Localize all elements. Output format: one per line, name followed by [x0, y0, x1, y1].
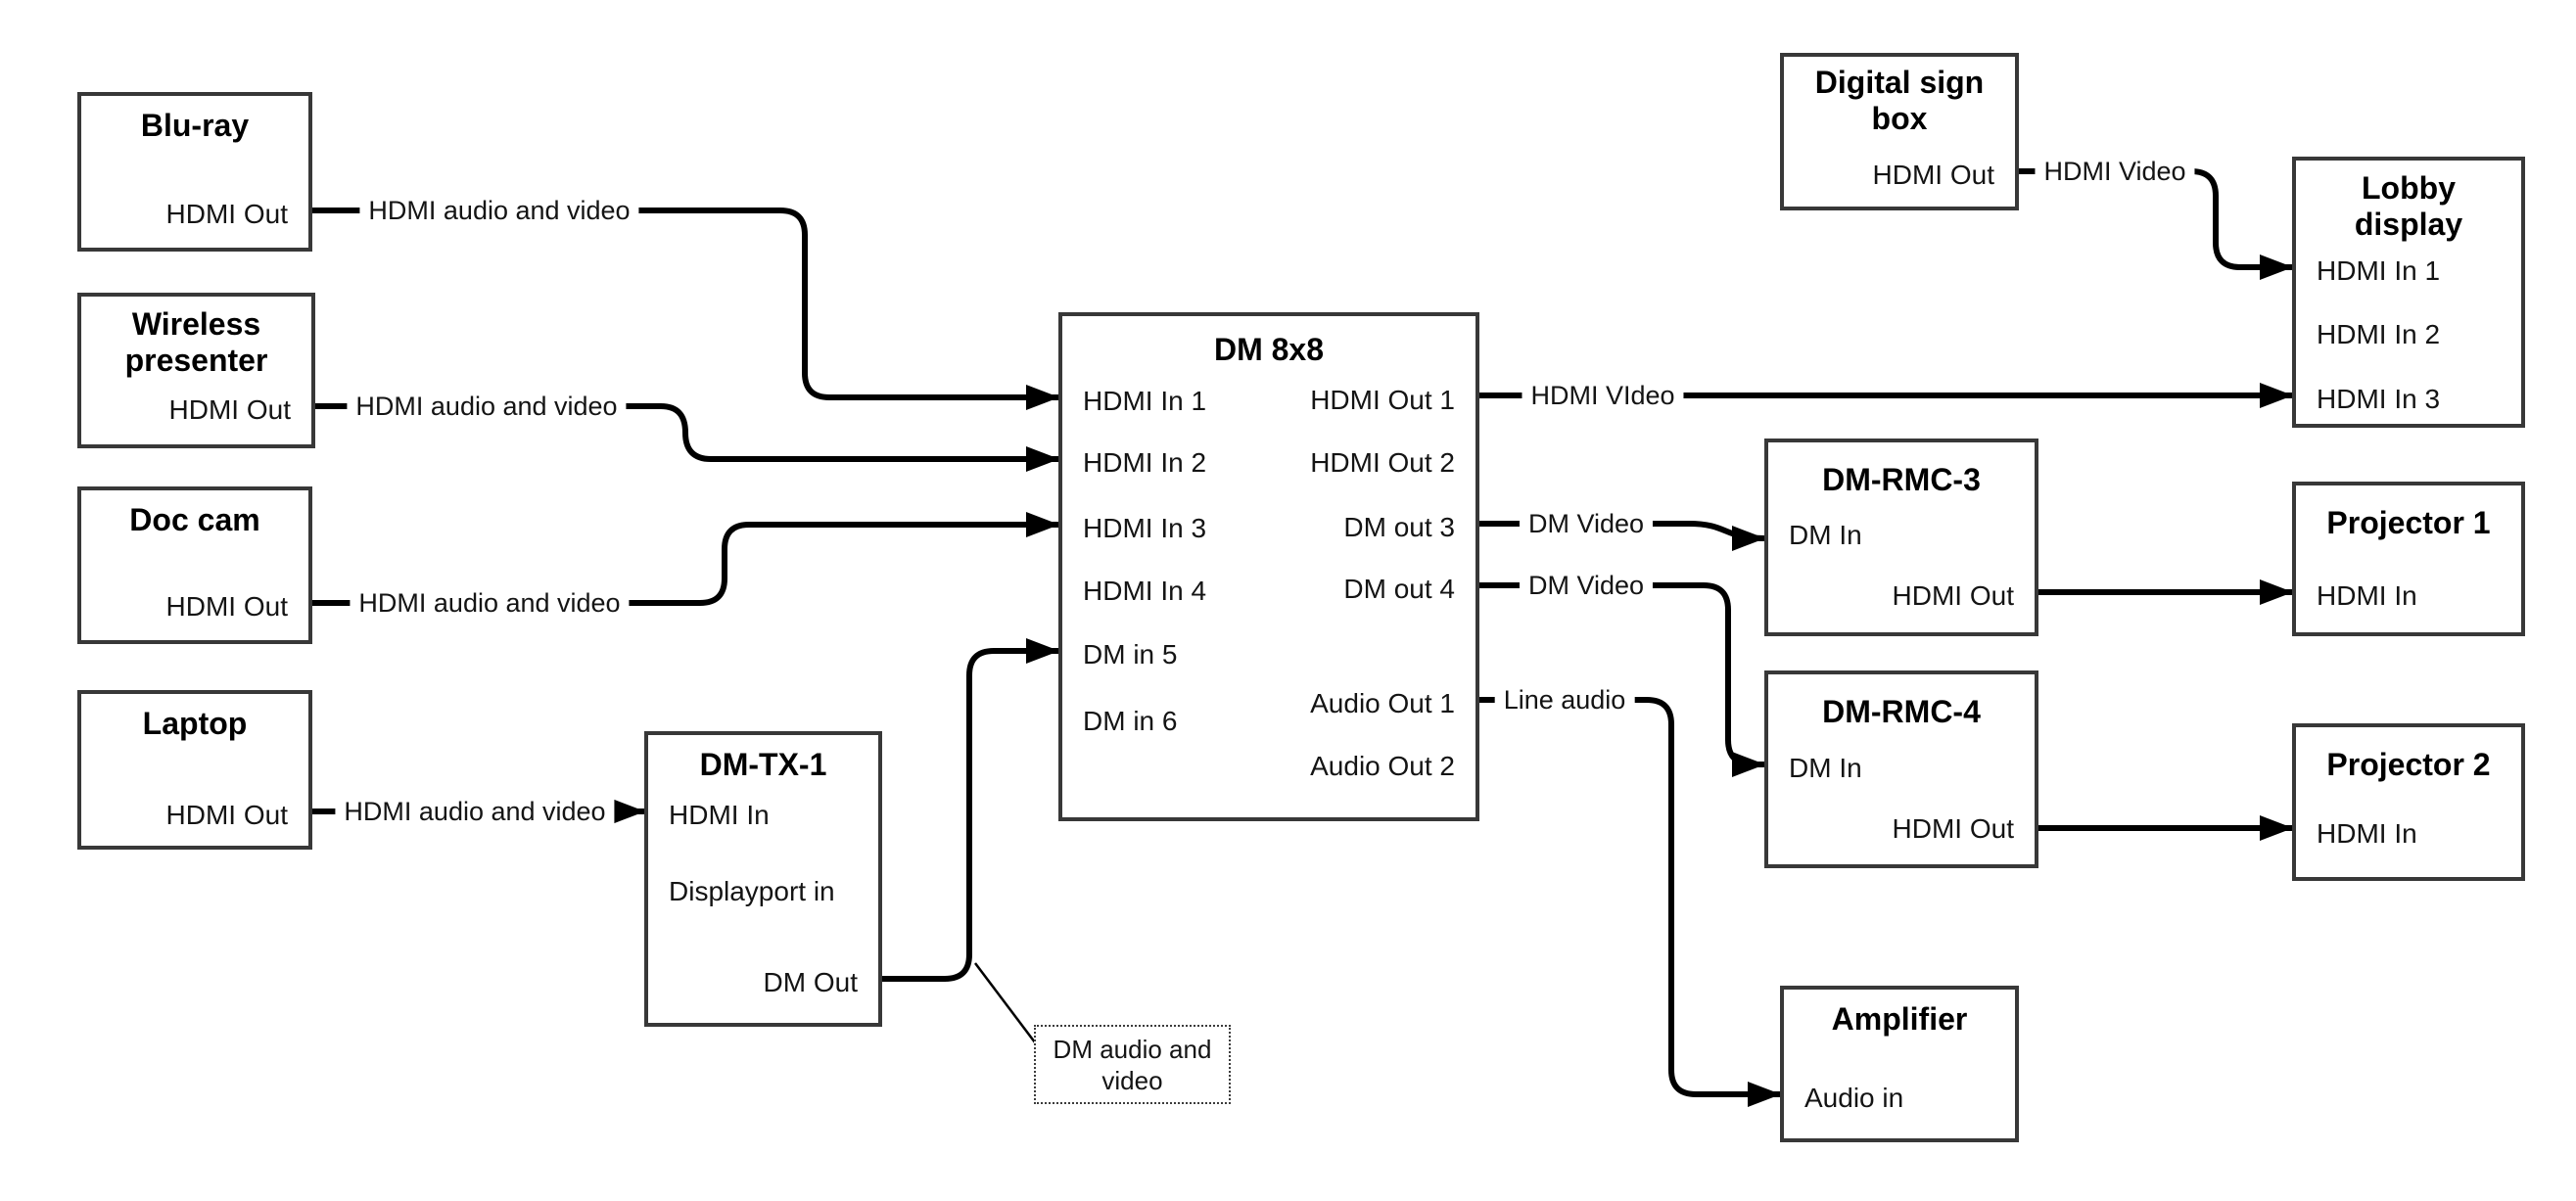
node-title: DM-RMC-4: [1822, 694, 1981, 729]
node-title: Lobby display: [2354, 170, 2463, 242]
node-title: DM-TX-1: [699, 747, 827, 782]
wire-digitalsign-to-lobby-in1: [2019, 168, 2293, 280]
link-label-line-audio: Line audio: [1494, 684, 1635, 716]
node-projector-1: Projector 1 HDMI In: [2292, 482, 2525, 636]
port-hdmi-out-1: HDMI Out 1: [1310, 385, 1455, 415]
port-hdmi-in-3: HDMI In 3: [1083, 513, 1207, 543]
port-hdmi-out: HDMI Out: [165, 800, 288, 830]
link-label-hdmi-video-out1: HDMI VIdeo: [1522, 380, 1684, 411]
port-hdmi-out: HDMI Out: [1872, 160, 1994, 190]
callout-leader-line: [974, 962, 1036, 1043]
link-label-hdmi-audio-video-4: HDMI audio and video: [335, 796, 615, 827]
node-title: Wireless presenter: [124, 306, 268, 378]
wire-bluray-to-dm8x8-in1: [312, 208, 1059, 410]
port-hdmi-out: HDMI Out: [168, 394, 291, 425]
port-hdmi-out: HDMI Out: [165, 591, 288, 622]
port-dm-in: DM In: [1789, 753, 1862, 783]
node-title: Laptop: [142, 706, 248, 741]
port-hdmi-out: HDMI Out: [1892, 580, 2014, 611]
wire-dm8x8-out3-to-dmrmc3: [1479, 521, 1765, 551]
node-amplifier: Amplifier Audio in: [1780, 986, 2019, 1142]
port-hdmi-in-2: HDMI In 2: [1083, 447, 1207, 478]
port-hdmi-in-2: HDMI In 2: [2317, 319, 2441, 349]
wire-dmtx1-to-dm8x8-in5: [882, 638, 1059, 982]
node-title: Blu-ray: [140, 108, 250, 143]
node-doc-cam: Doc cam HDMI Out: [77, 486, 312, 644]
port-hdmi-out: HDMI Out: [165, 199, 288, 229]
link-label-hdmi-audio-video-1: HDMI audio and video: [359, 195, 639, 226]
port-audio-in: Audio in: [1804, 1083, 1904, 1113]
link-label-hdmi-audio-video-2: HDMI audio and video: [347, 391, 627, 422]
port-audio-out-1: Audio Out 1: [1310, 688, 1455, 718]
port-dm-in: DM In: [1789, 520, 1862, 550]
port-hdmi-in: HDMI In: [2317, 818, 2417, 849]
port-audio-out-2: Audio Out 2: [1310, 751, 1455, 781]
wire-dm8x8-audio1-to-amplifier: [1479, 697, 1781, 1107]
node-dm-rmc-3: DM-RMC-3 DM In HDMI Out: [1764, 439, 2038, 636]
node-title: Doc cam: [129, 502, 260, 537]
node-digital-sign-box: Digital sign box HDMI Out: [1780, 53, 2019, 210]
port-displayport-in: Displayport in: [669, 876, 835, 906]
node-wireless-presenter: Wireless presenter HDMI Out: [77, 293, 315, 448]
node-title: Projector 1: [2326, 505, 2491, 540]
port-dm-out-4: DM out 4: [1343, 574, 1455, 604]
link-label-hdmi-audio-video-3: HDMI audio and video: [350, 587, 630, 619]
port-hdmi-out: HDMI Out: [1892, 813, 2014, 844]
node-projector-2: Projector 2 HDMI In: [2292, 723, 2525, 881]
port-hdmi-in-1: HDMI In 1: [1083, 386, 1207, 416]
link-label-hdmi-video-sign: HDMI Video: [2035, 156, 2195, 187]
node-lobby-display: Lobby display HDMI In 1 HDMI In 2 HDMI I…: [2292, 157, 2525, 428]
node-title: Digital sign box: [1814, 65, 1985, 136]
wire-dm8x8-out4-to-dmrmc4: [1479, 582, 1765, 777]
port-hdmi-in: HDMI In: [669, 800, 770, 830]
node-title: Projector 2: [2326, 747, 2491, 782]
node-dm-tx-1: DM-TX-1 HDMI In Displayport in DM Out: [644, 731, 882, 1027]
link-label-dm-video-out4: DM Video: [1519, 570, 1654, 601]
port-dm-out-3: DM out 3: [1343, 512, 1455, 542]
port-hdmi-out-2: HDMI Out 2: [1310, 447, 1455, 478]
node-title: DM 8x8: [1213, 332, 1325, 367]
port-hdmi-in-3: HDMI In 3: [2317, 384, 2441, 414]
node-blu-ray: Blu-ray HDMI Out: [77, 92, 312, 252]
wire-wireless-to-dm8x8-in2: [312, 403, 1059, 472]
port-hdmi-in-4: HDMI In 4: [1083, 576, 1207, 606]
node-title: DM-RMC-3: [1822, 462, 1981, 497]
port-hdmi-in: HDMI In: [2317, 580, 2417, 611]
wire-doccam-to-dm8x8-in3: [312, 512, 1059, 606]
link-label-dm-video-out3: DM Video: [1519, 508, 1654, 539]
port-dm-in-5: DM in 5: [1083, 639, 1178, 670]
port-dm-out: DM Out: [763, 967, 858, 997]
node-title: Amplifier: [1831, 1001, 1968, 1037]
port-dm-in-6: DM in 6: [1083, 706, 1178, 736]
callout-dm-audio-and-video: DM audio and video: [1034, 1025, 1231, 1104]
port-hdmi-in-1: HDMI In 1: [2317, 255, 2441, 286]
node-dm-8x8: DM 8x8 HDMI In 1 HDMI In 2 HDMI In 3 HDM…: [1058, 312, 1479, 821]
node-dm-rmc-4: DM-RMC-4 DM In HDMI Out: [1764, 670, 2038, 868]
node-laptop: Laptop HDMI Out: [77, 690, 312, 850]
